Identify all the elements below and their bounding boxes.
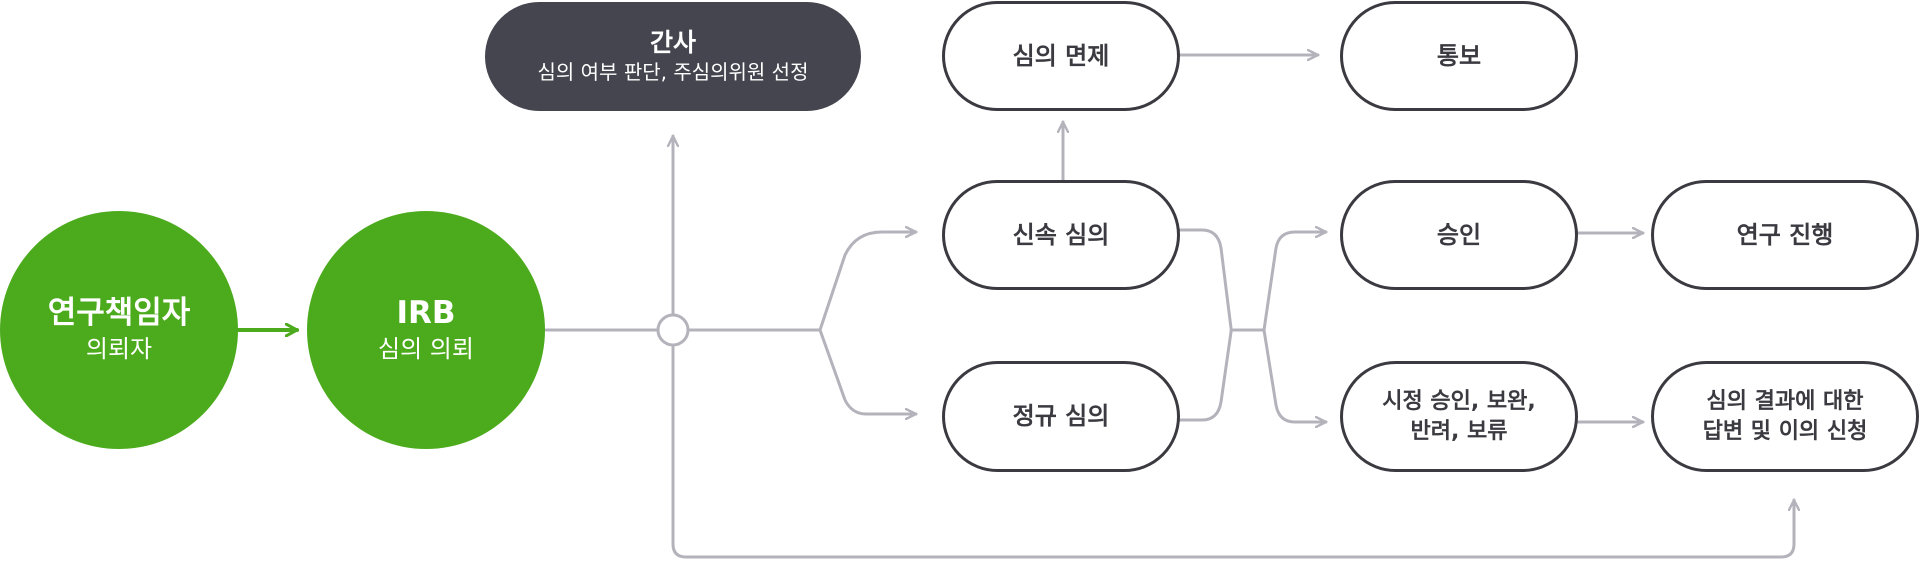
conditional-outcome-line1: 시정 승인, 보완, <box>1382 388 1536 414</box>
notification-label: 통보 <box>1436 41 1482 70</box>
irb-subtitle: 심의 의뢰 <box>378 335 474 364</box>
researcher-subtitle: 의뢰자 <box>85 335 153 364</box>
approval-node: 승인 <box>1340 180 1578 290</box>
irb-title: IRB <box>396 295 456 332</box>
researcher-title: 연구책임자 <box>47 295 191 332</box>
arrow-merge-to-conditional <box>1262 328 1328 422</box>
arrow-merge-to-approval <box>1262 232 1328 332</box>
research-progress-node: 연구 진행 <box>1651 180 1919 290</box>
arrow-fork-to-regular <box>818 328 918 414</box>
expedited-review-node: 신속 심의 <box>942 180 1180 290</box>
junction-node <box>656 313 690 347</box>
connector-regular-merge <box>1178 330 1233 422</box>
notification-node: 통보 <box>1340 1 1578 111</box>
conditional-outcome-line2: 반려, 보류 <box>1410 418 1508 444</box>
appeal-line2: 답변 및 이의 신청 <box>1702 418 1868 444</box>
researcher-node: 연구책임자 의뢰자 <box>0 211 238 449</box>
secretary-subtitle: 심의 여부 판단, 주심의위원 선정 <box>537 60 809 85</box>
approval-label: 승인 <box>1436 220 1482 249</box>
secretary-title: 간사 <box>649 27 696 57</box>
exemption-node: 심의 면제 <box>942 1 1180 111</box>
expedited-review-label: 신속 심의 <box>1012 220 1110 249</box>
secretary-node: 간사 심의 여부 판단, 주심의위원 선정 <box>485 2 861 111</box>
irb-node: IRB 심의 의뢰 <box>307 211 545 449</box>
exemption-label: 심의 면제 <box>1012 41 1110 70</box>
appeal-node: 심의 결과에 대한 답변 및 이의 신청 <box>1651 361 1919 472</box>
appeal-line1: 심의 결과에 대한 <box>1706 388 1864 414</box>
regular-review-label: 정규 심의 <box>1012 402 1110 431</box>
arrow-junction-to-appeal-loop <box>671 342 1794 559</box>
research-progress-label: 연구 진행 <box>1736 220 1834 249</box>
connector-expedited-merge <box>1178 228 1233 330</box>
arrow-fork-to-expedited <box>818 232 918 332</box>
regular-review-node: 정규 심의 <box>942 361 1180 472</box>
conditional-outcome-node: 시정 승인, 보완, 반려, 보류 <box>1340 361 1578 472</box>
